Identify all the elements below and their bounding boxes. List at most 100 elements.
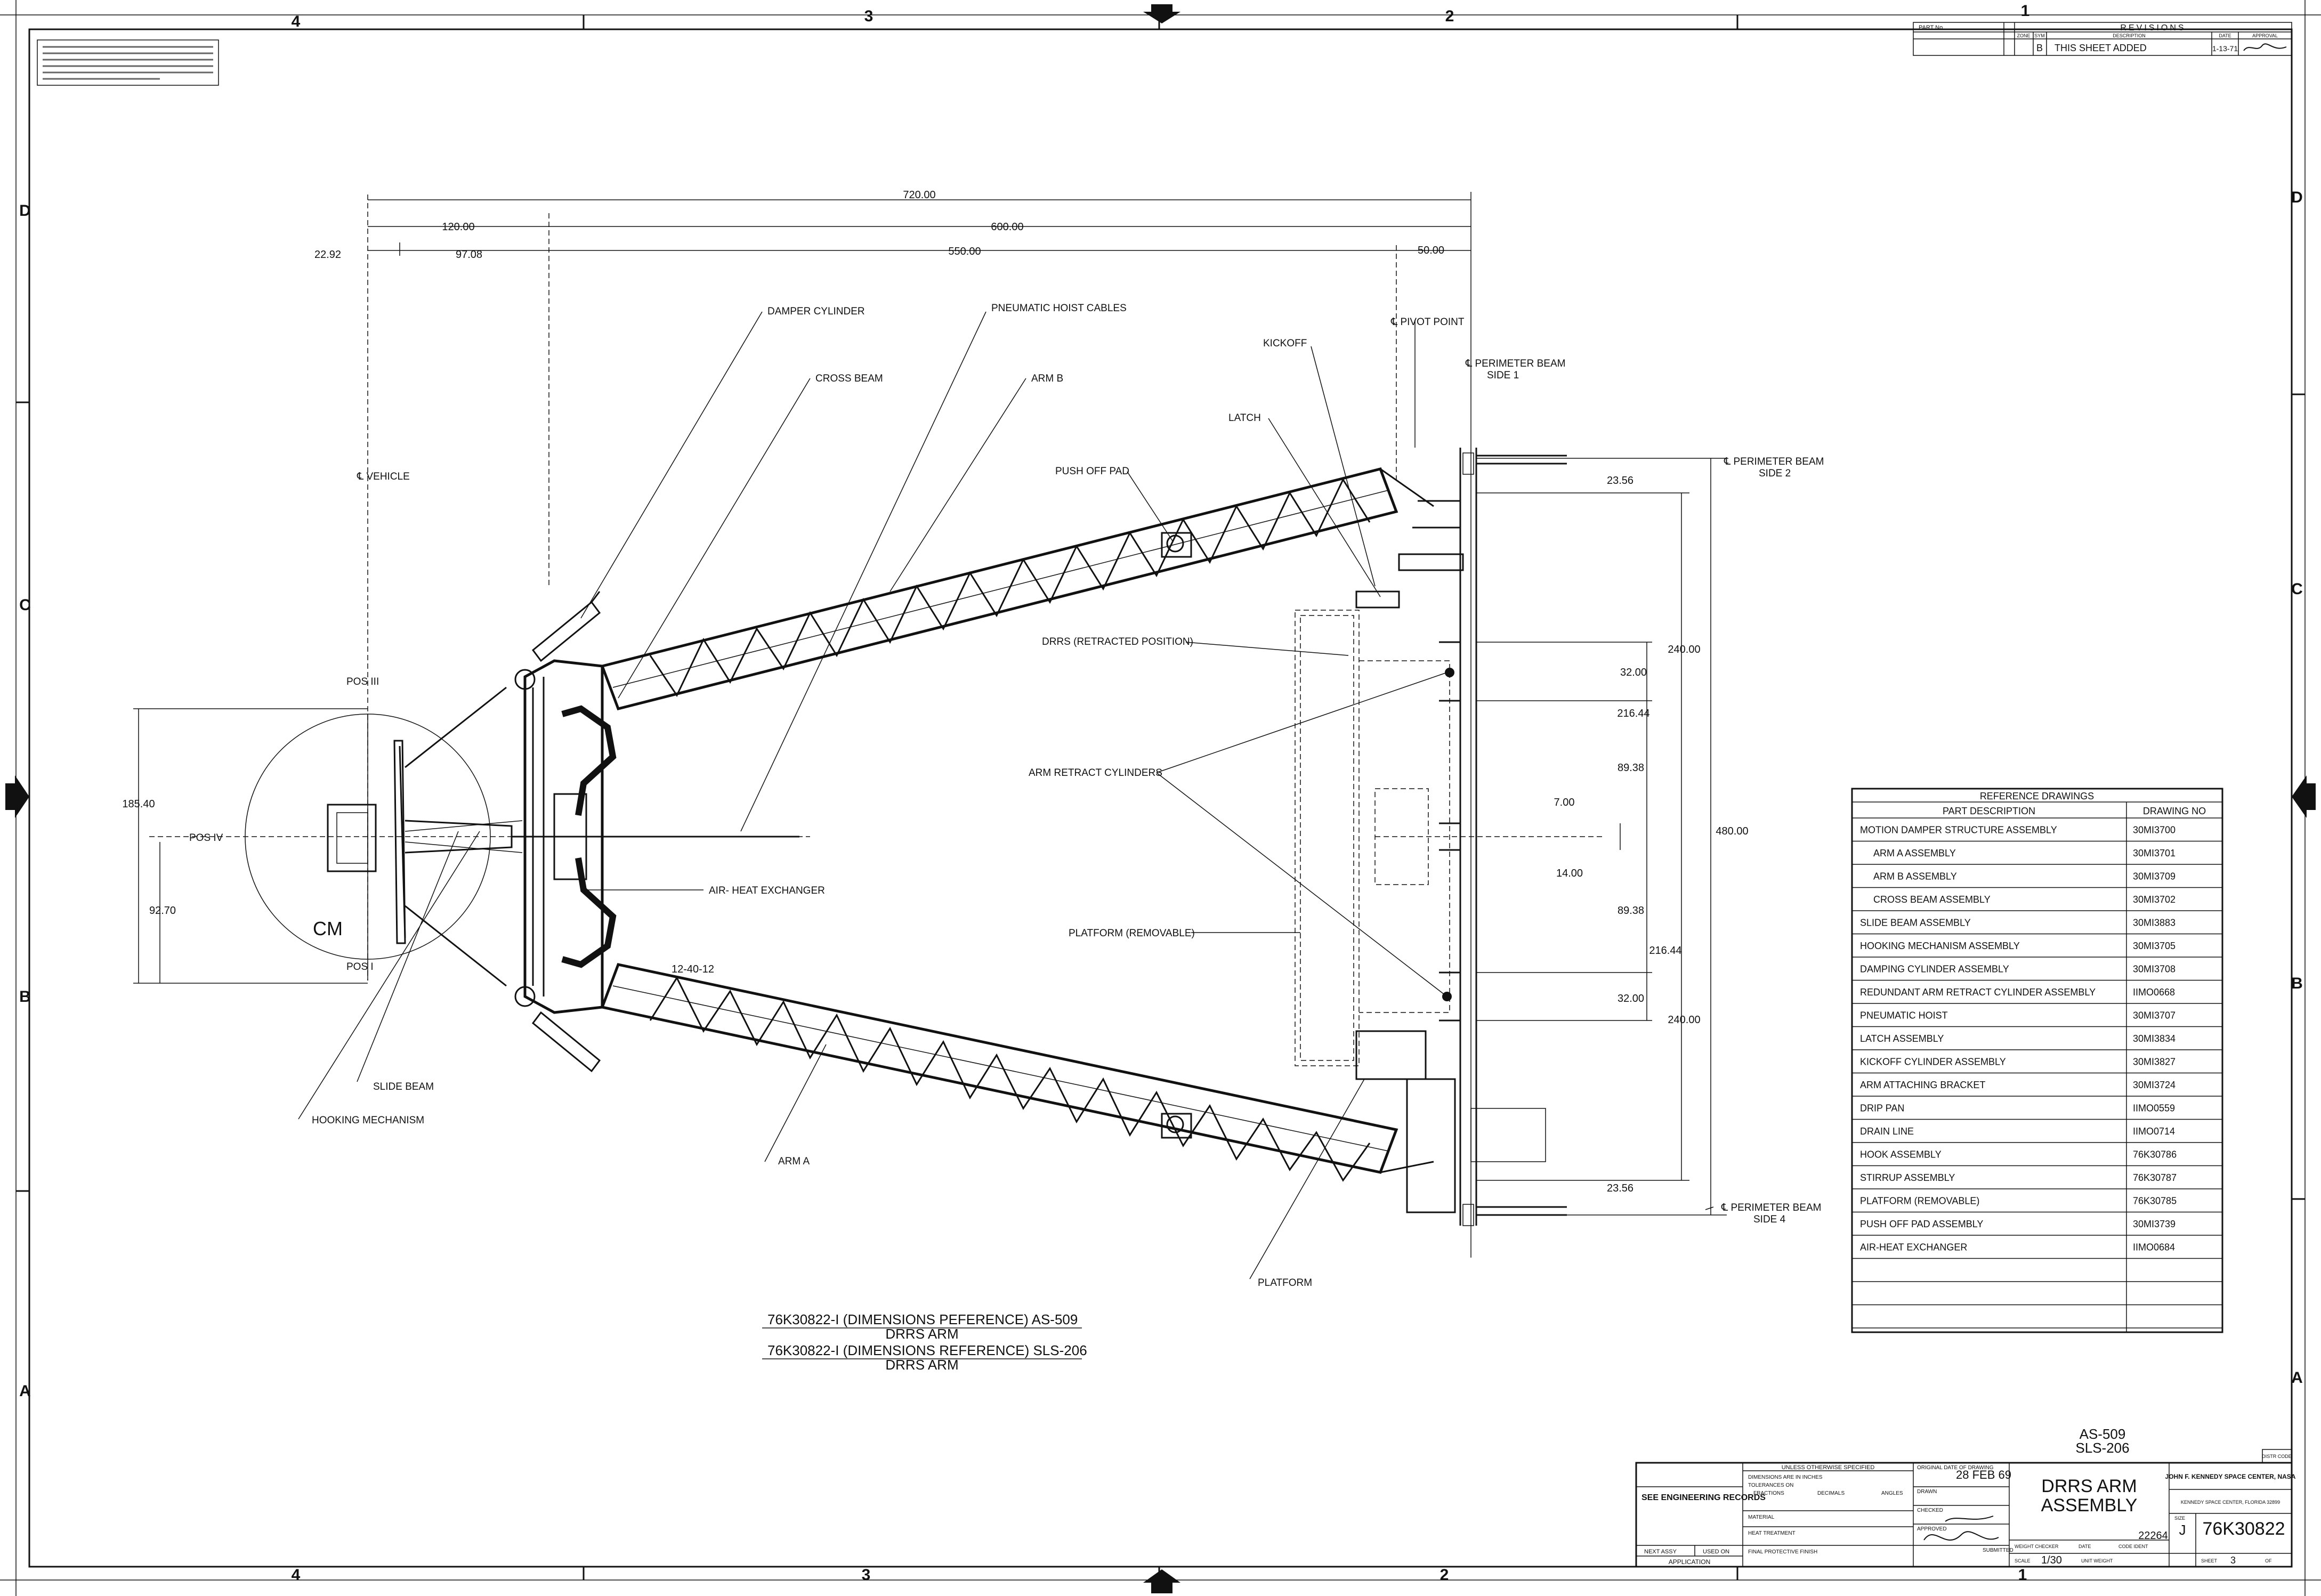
dim-22-92: 22.92 xyxy=(314,249,341,261)
ref-table-col-no: DRAWING NO xyxy=(2143,806,2206,816)
title-block: AS-509 SLS-206 DISTR CODE UNLESS OTHERWI… xyxy=(1635,1426,2296,1568)
label-cross-beam: CROSS BEAM xyxy=(815,373,883,384)
notice-box xyxy=(37,39,219,86)
ref-row-desc: DAMPING CYLINDER ASSEMBLY xyxy=(1860,963,2009,974)
zone-right-D: D xyxy=(2291,189,2303,206)
revision-sym: B xyxy=(2036,43,2043,53)
zone-right-B: B xyxy=(2291,975,2303,992)
zone-top-3: 3 xyxy=(864,7,874,25)
label-arm-b: ARM B xyxy=(1031,373,1063,384)
dim-50: 50.00 xyxy=(1418,245,1444,256)
title-block-original-date-label: ORIGINAL DATE OF DRAWING xyxy=(1917,1465,1994,1471)
ref-row-no: 30MI3739 xyxy=(2133,1219,2176,1229)
zone-right-A: A xyxy=(2291,1369,2303,1387)
title-block-unit-weight: UNIT WEIGHT xyxy=(2081,1558,2113,1563)
title-block-unless-specified: UNLESS OTHERWISE SPECIFIED xyxy=(1782,1464,1875,1471)
title-block-org-1: JOHN F. KENNEDY SPACE CENTER, NASA xyxy=(2165,1473,2296,1480)
title-block-approval-signature xyxy=(1923,1531,1999,1541)
title-block-angles: ANGLES xyxy=(1881,1490,1903,1496)
label-pivot-point: ℄ PIVOT POINT xyxy=(1390,317,1465,328)
label-kickoff: KICKOFF xyxy=(1263,338,1307,349)
label-vehicle: ℄ VEHICLE xyxy=(357,471,410,482)
ref-row-desc: CROSS BEAM ASSEMBLY xyxy=(1873,894,1991,905)
ref-row-no: IIMO0684 xyxy=(2133,1242,2175,1252)
ref-row-desc: HOOK ASSEMBLY xyxy=(1860,1149,1942,1160)
label-slide-beam: SLIDE BEAM xyxy=(373,1081,434,1092)
title-block-code-label: CODE IDENT xyxy=(2118,1544,2148,1549)
dim-23-56-top: 23.56 xyxy=(1607,475,1633,487)
zone-left-B: B xyxy=(19,988,31,1006)
label-perimeter-beam-side1: ℄ PERIMETER BEAM xyxy=(1465,358,1565,369)
title-block-scale: 1/30 xyxy=(2041,1554,2062,1566)
label-damper-cylinder: DAMPER CYLINDER xyxy=(767,306,865,317)
ref-row-no: 30MI3708 xyxy=(2133,963,2176,974)
zone-bottom-1: 1 xyxy=(2018,1566,2027,1584)
title-block-dwg-no: 76K30822 xyxy=(2202,1519,2285,1539)
title-block-vehicle-2: SLS-206 xyxy=(2075,1440,2129,1456)
revisions-part-no-label: PART No. xyxy=(1919,25,1944,31)
dim-185-40: 185.40 xyxy=(122,798,155,810)
revisions-header: REVISIONS xyxy=(2120,23,2186,33)
revisions-col-date: DATE xyxy=(2219,33,2231,38)
zone-bottom-2: 2 xyxy=(1440,1566,1449,1584)
title-block-dist-code: DISTR CODE xyxy=(2262,1454,2292,1459)
ref-row-desc: PLATFORM (REMOVABLE) xyxy=(1860,1195,1979,1206)
zone-top-1: 1 xyxy=(2021,2,2030,20)
ref-table-col-desc: PART DESCRIPTION xyxy=(1943,806,2035,816)
zone-left-D: D xyxy=(19,202,31,220)
ref-row-desc: ARM ATTACHING BRACKET xyxy=(1860,1080,1985,1090)
ref-row-no: 30MI3707 xyxy=(2133,1010,2176,1020)
ref-row-no: 30MI3702 xyxy=(2133,894,2176,905)
dim-32-top: 32.00 xyxy=(1620,667,1647,678)
label-arm-retract-cylinders: ARM RETRACT CYLINDERS xyxy=(1029,767,1162,779)
title-block-see-records: SEE ENGINEERING RECORDS xyxy=(1641,1493,1766,1502)
dim-216-44-bottom: 216.44 xyxy=(1649,945,1681,957)
ref-row-no: 76K30785 xyxy=(2133,1195,2177,1206)
dim-97-08: 97.08 xyxy=(456,249,482,261)
dim-14: 14.00 xyxy=(1556,868,1583,879)
dim-92-70: 92.70 xyxy=(149,905,176,917)
title-block-material: MATERIAL xyxy=(1748,1514,1775,1520)
ref-table-title: REFERENCE DRAWINGS xyxy=(1980,791,2094,801)
center-arrow-bottom-icon xyxy=(1143,1569,1180,1593)
label-push-off-pad: PUSH OFF PAD xyxy=(1055,466,1129,477)
label-platform-removable: PLATFORM (REMOVABLE) xyxy=(1069,928,1195,939)
title-block-of-label: OF xyxy=(2265,1558,2272,1563)
title-block-final-protective: FINAL PROTECTIVE FINISH xyxy=(1748,1549,1817,1555)
ref-row-no: 30MI3834 xyxy=(2133,1033,2176,1044)
title-block-dims-inches: DIMENSIONS ARE IN INCHES xyxy=(1748,1475,1823,1480)
label-hooking-mechanism: HOOKING MECHANISM xyxy=(312,1115,424,1126)
title-block-next-assy: NEXT ASSY xyxy=(1644,1549,1677,1555)
title-block-size-label: SIZE xyxy=(2174,1516,2185,1521)
ref-row-no: IIMO0714 xyxy=(2133,1126,2175,1137)
ref-row-desc: LATCH ASSEMBLY xyxy=(1860,1033,1944,1044)
zone-top-4: 4 xyxy=(292,13,301,30)
top-dimensions: 720.00 120.00 600.00 22.92 97.08 550.00 … xyxy=(314,189,1471,1258)
revisions-block: PART No. REVISIONS ZONE SYM DESCRIPTION … xyxy=(1913,22,2292,56)
ref-row-no: 30MI3883 xyxy=(2133,917,2176,928)
label-pos-3: POS III xyxy=(346,676,379,687)
ref-row-desc: SLIDE BEAM ASSEMBLY xyxy=(1860,917,1971,928)
ref-row-desc: HOOKING MECHANISM ASSEMBLY xyxy=(1860,941,2020,951)
revisions-col-approval: APPROVAL xyxy=(2252,33,2278,38)
dim-89-38-bottom: 89.38 xyxy=(1618,905,1644,917)
title-block-title-2: ASSEMBLY xyxy=(2041,1495,2138,1516)
title-block-drawn: DRAWN xyxy=(1917,1489,1937,1495)
center-arrow-left-icon xyxy=(5,775,29,818)
title-block-sheet: 3 xyxy=(2230,1555,2236,1566)
cm-label: CM xyxy=(313,918,343,939)
title-block-org-2: KENNEDY SPACE CENTER, FLORIDA 32899 xyxy=(2181,1500,2280,1505)
dim-240-top: 240.00 xyxy=(1668,644,1700,655)
note-line-2: DRRS ARM xyxy=(885,1326,958,1342)
label-pos-1: POS I xyxy=(346,961,374,973)
title-block-weight-checker: WEIGHT CHECKER xyxy=(2015,1544,2059,1549)
ref-row-no: 30MI3709 xyxy=(2133,871,2176,881)
ref-row-desc: KICKOFF CYLINDER ASSEMBLY xyxy=(1860,1056,2006,1067)
title-block-scale-label: SCALE xyxy=(2015,1558,2031,1563)
right-dimensions: 23.56 240.00 32.00 216.44 89.38 7.00 14.… xyxy=(1476,458,1749,1216)
title-block-application: APPLICATION xyxy=(1669,1558,1710,1566)
ref-row-no: 30MI3701 xyxy=(2133,848,2176,858)
ref-row-no: 30MI3705 xyxy=(2133,941,2176,951)
title-block-approved: APPROVED xyxy=(1917,1526,1947,1532)
